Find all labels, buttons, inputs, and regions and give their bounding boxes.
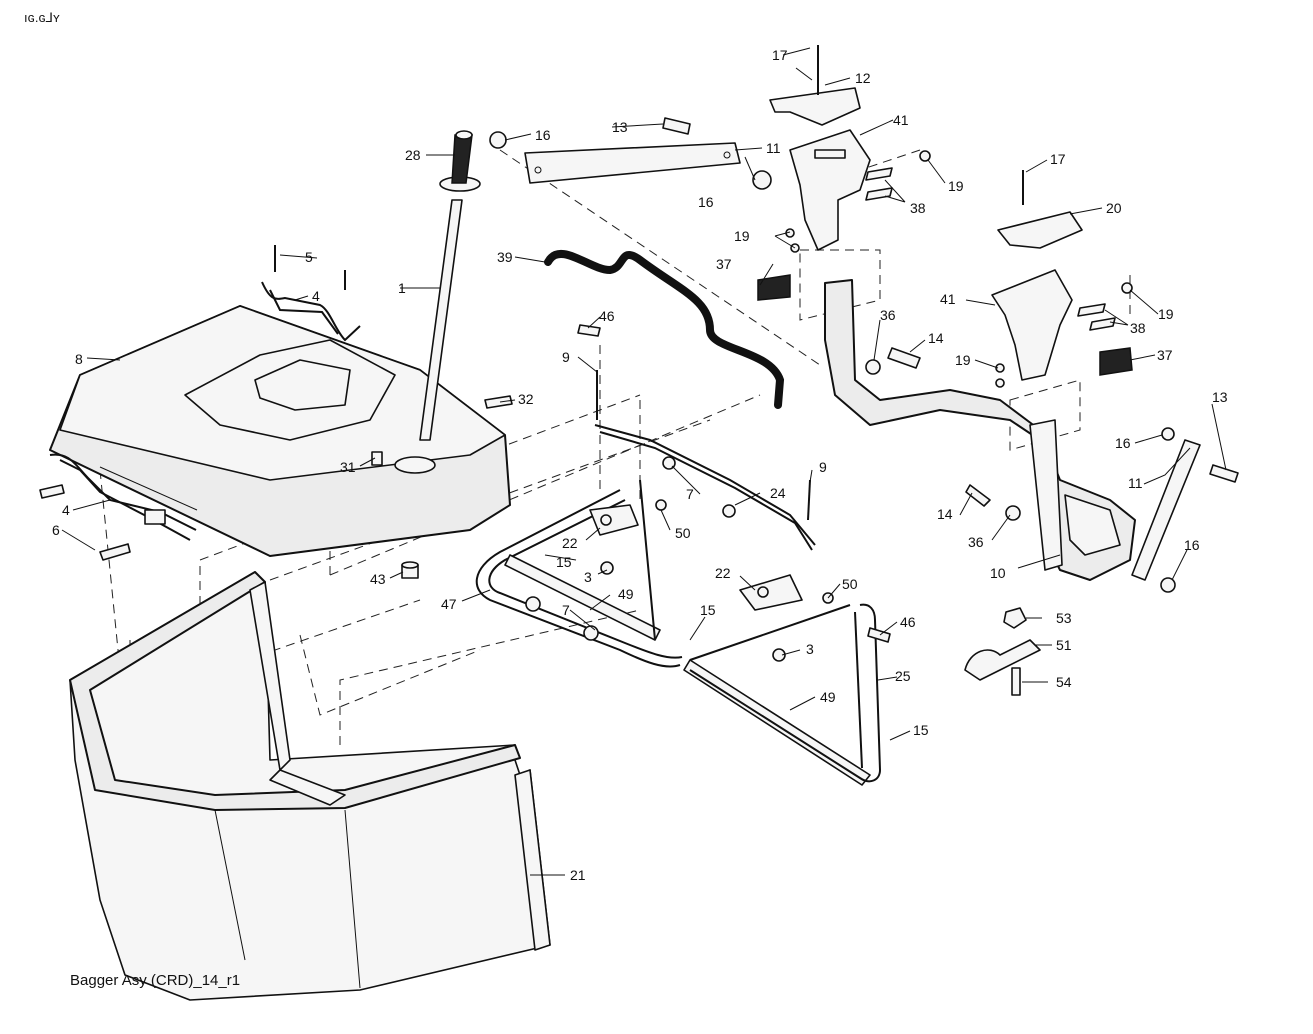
grip-part-28	[439, 130, 481, 192]
callout-5: 5	[305, 249, 313, 265]
callout-19-b: 19	[734, 228, 750, 244]
callout-38-a: 38	[910, 200, 926, 216]
frame-part-10	[824, 279, 1136, 581]
callout-54: 54	[1056, 674, 1072, 690]
block-part-37-a	[757, 274, 791, 301]
callout-36-b: 36	[968, 534, 984, 550]
bag-cover-part-8	[49, 305, 511, 557]
callout-37-b: 37	[1157, 347, 1173, 363]
header-fragment: ıɢ.ɢ⅃ʏ	[24, 10, 60, 25]
callout-15-c: 15	[913, 722, 929, 738]
rod-part-24	[594, 424, 816, 551]
callout-17-b: 17	[1050, 151, 1066, 167]
hose-part-39	[544, 250, 785, 409]
mount-part-41-lower	[991, 269, 1073, 381]
callout-41-b: 41	[940, 291, 956, 307]
callout-7-b: 7	[562, 602, 570, 618]
callout-39: 39	[497, 249, 513, 265]
callout-50-a: 50	[675, 525, 691, 541]
callout-51: 51	[1056, 637, 1072, 653]
callout-14-a: 14	[928, 330, 944, 346]
callout-4-a: 4	[312, 288, 320, 304]
callout-38-b: 38	[1130, 320, 1146, 336]
callout-11-b: 11	[1128, 475, 1143, 491]
nut-part-16-top-b	[752, 170, 772, 190]
callout-19-a: 19	[948, 178, 964, 194]
callout-19-d: 19	[955, 352, 971, 368]
nut-part-53	[1003, 607, 1027, 629]
handle-part-4-top	[261, 281, 361, 342]
diagram-caption: Bagger Asy (CRD)_14_r1	[70, 972, 241, 989]
clip-part-51	[964, 639, 1041, 681]
callout-43: 43	[370, 571, 386, 587]
callout-13-b: 13	[1212, 389, 1228, 405]
callout-21: 21	[570, 867, 586, 883]
callout-20: 20	[1106, 200, 1122, 216]
callout-15-b: 15	[700, 602, 716, 618]
handle-part-4-side	[49, 453, 197, 541]
callout-8: 8	[75, 351, 83, 367]
bolt-part-54	[1011, 667, 1021, 696]
callout-16-c: 16	[1115, 435, 1131, 451]
callout-14-b: 14	[937, 506, 953, 522]
callout-7-a: 7	[686, 486, 694, 502]
hardware-small-parts	[39, 150, 1239, 662]
callout-9-a: 9	[562, 349, 570, 365]
callout-28: 28	[405, 147, 421, 163]
callout-37-a: 37	[716, 256, 732, 272]
callout-46-b: 46	[900, 614, 916, 630]
plug-part-43	[401, 561, 419, 579]
callout-49-b: 49	[820, 689, 836, 705]
callout-16-b: 16	[698, 194, 714, 210]
bag-part-21	[69, 571, 551, 1001]
hanger-part-20	[997, 170, 1083, 249]
callout-11-a: 11	[766, 140, 781, 156]
bracket-part-11-right	[1131, 439, 1201, 581]
callout-15-a: 15	[556, 554, 572, 570]
callout-36-a: 36	[880, 307, 896, 323]
callout-47: 47	[441, 596, 457, 612]
callout-46-a: 46	[599, 308, 615, 324]
callout-labels: 1 28 16 13 11 17 12 41 19 38 16 19 37 17…	[52, 47, 1228, 883]
callout-24: 24	[770, 485, 786, 501]
callout-3-b: 3	[806, 641, 814, 657]
callout-22-a: 22	[562, 535, 578, 551]
callout-22-b: 22	[715, 565, 731, 581]
rail-part-49-a	[504, 554, 661, 641]
callout-41-a: 41	[893, 112, 909, 128]
callout-32: 32	[518, 391, 534, 407]
callout-53: 53	[1056, 610, 1072, 626]
callout-6: 6	[52, 522, 60, 538]
block-part-37-b	[1099, 347, 1133, 376]
callout-16-a: 16	[535, 127, 551, 143]
callout-10: 10	[990, 565, 1006, 581]
bracket-part-22-b	[739, 574, 803, 611]
callout-9-b: 9	[819, 459, 827, 475]
bolt-part-13-top	[662, 117, 691, 135]
callout-50-b: 50	[842, 576, 858, 592]
bracket-part-11-left	[524, 142, 741, 184]
hanger-part-12	[769, 45, 861, 126]
mount-part-41-upper	[789, 129, 871, 251]
frame-part-25	[639, 479, 882, 783]
callout-31: 31	[340, 459, 356, 475]
frame-part-47	[475, 489, 683, 668]
callout-49-a: 49	[618, 586, 634, 602]
callout-13-a: 13	[612, 119, 628, 135]
callout-1: 1	[398, 280, 406, 296]
callout-16-d: 16	[1184, 537, 1200, 553]
callout-12: 12	[855, 70, 871, 86]
callout-3-a: 3	[584, 569, 592, 585]
nut-part-16-top-a	[489, 131, 507, 149]
bracket-part-22-a	[589, 504, 639, 536]
callout-25: 25	[895, 668, 911, 684]
tube-part-1	[419, 199, 463, 441]
callout-leaders	[61, 47, 1227, 876]
callout-19-c: 19	[1158, 306, 1174, 322]
callout-4-b: 4	[62, 502, 70, 518]
callout-17-a: 17	[772, 47, 788, 63]
